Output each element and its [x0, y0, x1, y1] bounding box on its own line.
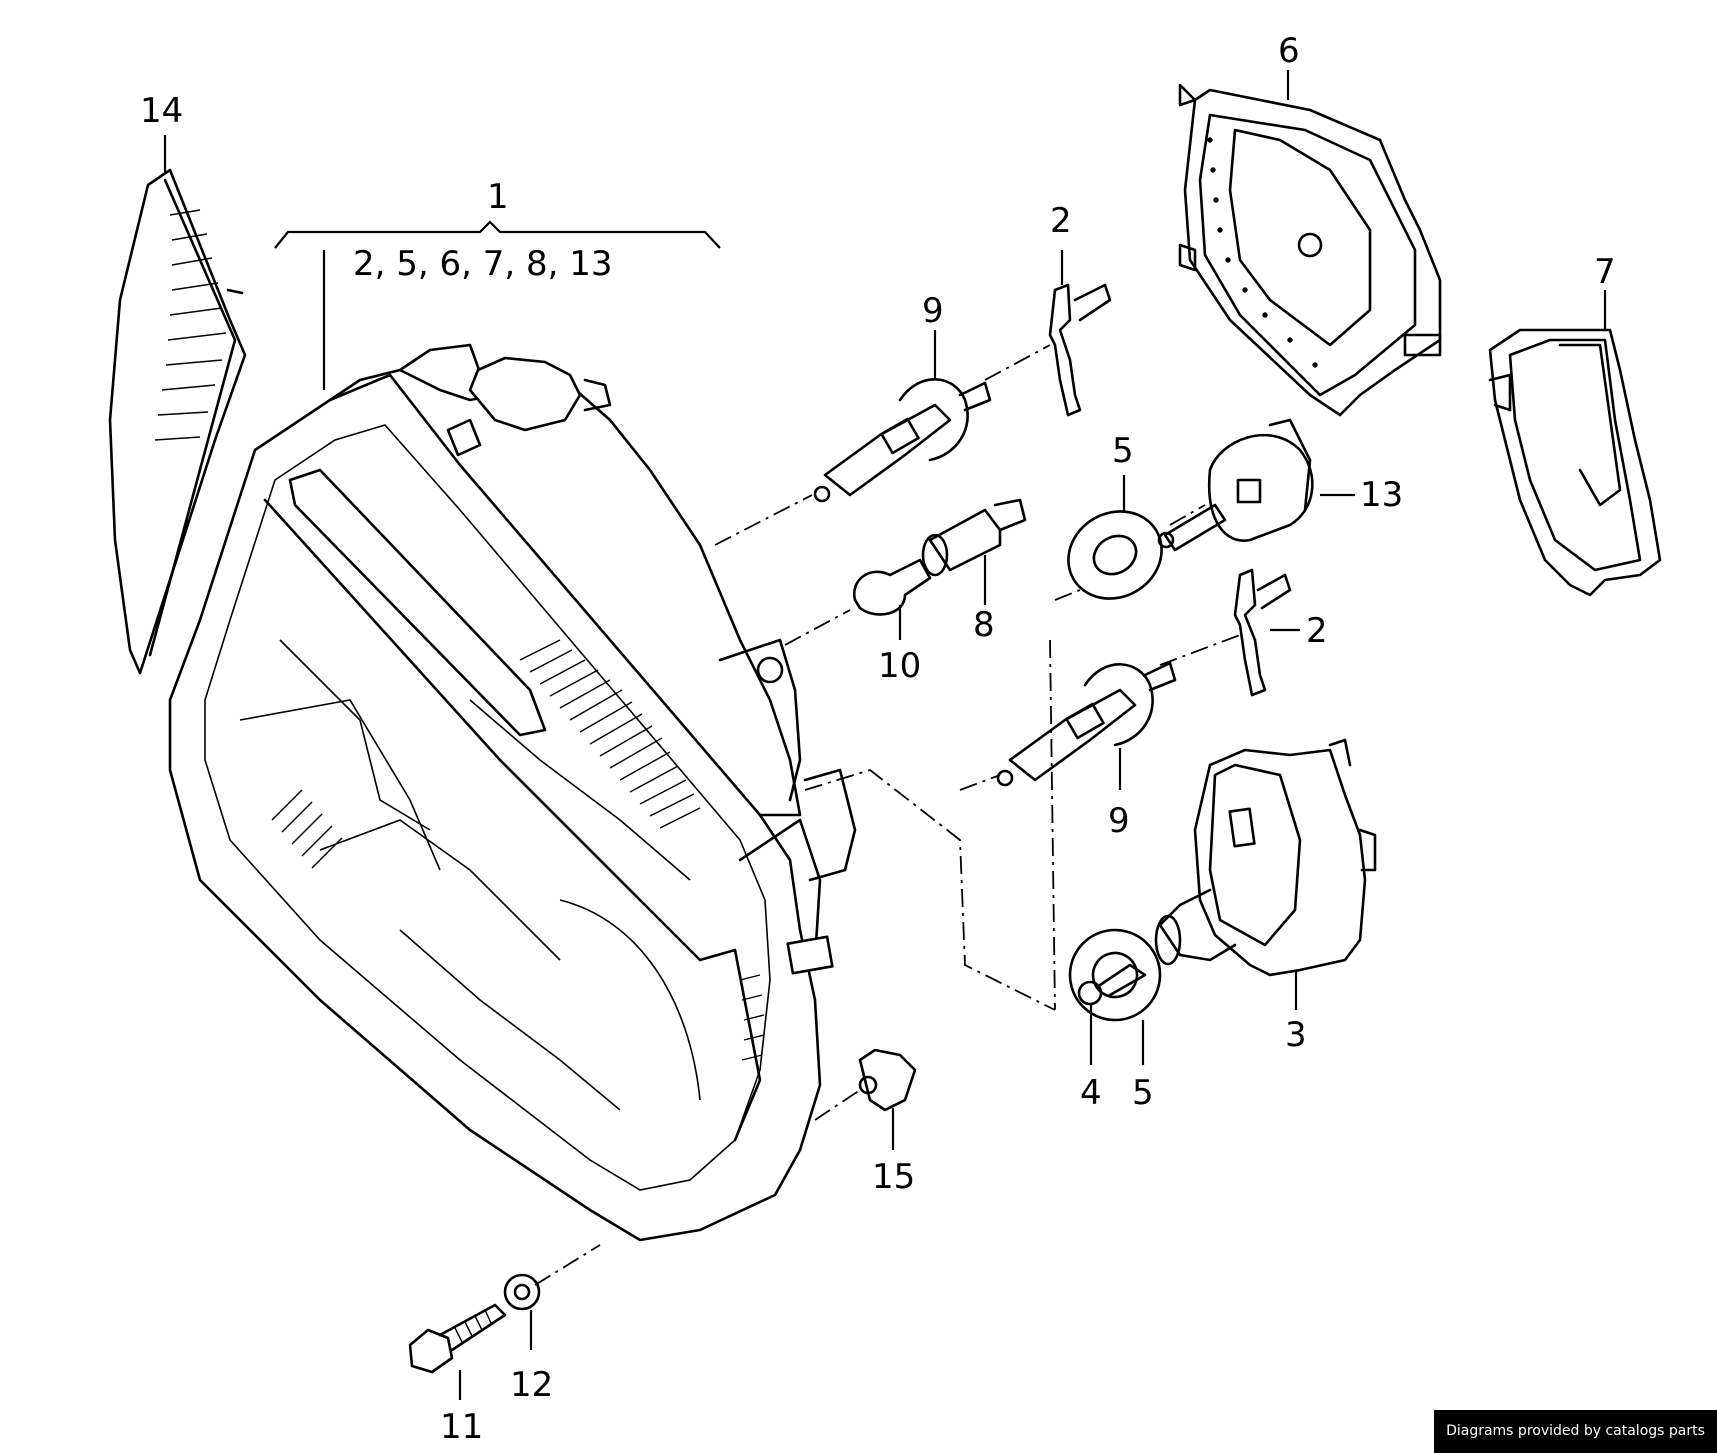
callout-2-top: 2: [1050, 201, 1072, 241]
part-9-bulb-top: [813, 378, 992, 503]
callout-3: 3: [1285, 1015, 1307, 1055]
callout-10: 10: [878, 646, 921, 686]
callout-4: 4: [1080, 1073, 1102, 1113]
callout-2-mid: 2: [1306, 611, 1328, 651]
callout-9-bottom: 9: [1108, 801, 1130, 841]
assembly-lines: [534, 344, 1241, 1286]
part-10-small-bulb: [852, 558, 932, 616]
callout-6: 6: [1278, 31, 1300, 71]
part-12-washer: [503, 1273, 541, 1311]
callout-13: 13: [1360, 475, 1403, 515]
part-7-small-cover: [1488, 328, 1662, 597]
part-6-rear-cover: [1178, 83, 1442, 417]
callout-12: 12: [510, 1365, 553, 1405]
part-9-bulb-bottom: [996, 661, 1177, 787]
leader-lines: [163, 70, 1607, 1400]
callout-11: 11: [440, 1407, 483, 1447]
callout-14: 14: [140, 91, 183, 131]
callout-15: 15: [872, 1157, 915, 1197]
callout-9-top: 9: [922, 291, 944, 331]
callout-5-bottom: 5: [1132, 1073, 1154, 1113]
callout-8: 8: [973, 605, 995, 645]
credit-banner: Diagrams provided by catalogs parts: [1434, 1410, 1717, 1453]
part-11-screw: [408, 1303, 507, 1374]
callout-1: 1: [487, 177, 509, 217]
part-13-bulb-socket: [1157, 418, 1314, 552]
callout-1-group-list: 2, 5, 6, 7, 8, 13: [353, 244, 613, 284]
part-4-bulb: [1077, 963, 1147, 1006]
part-2-clip-top: [1048, 283, 1112, 417]
part-2-clip-mid: [1233, 568, 1292, 697]
callout-7: 7: [1594, 252, 1616, 292]
part-3-cap: [1154, 738, 1377, 977]
part-8-bulb-holder: [921, 498, 1027, 577]
part-15-grommet: [858, 1048, 917, 1112]
headlamp-housing: [168, 343, 857, 1242]
callout-5-top: 5: [1112, 431, 1134, 471]
callouts: 1 2, 5, 6, 7, 8, 13 14 9 2 5 13 10 8 2 9…: [140, 31, 1616, 1447]
part-14-headlight-glass: [108, 168, 247, 675]
part-5-seal-ring-top: [1067, 510, 1163, 600]
